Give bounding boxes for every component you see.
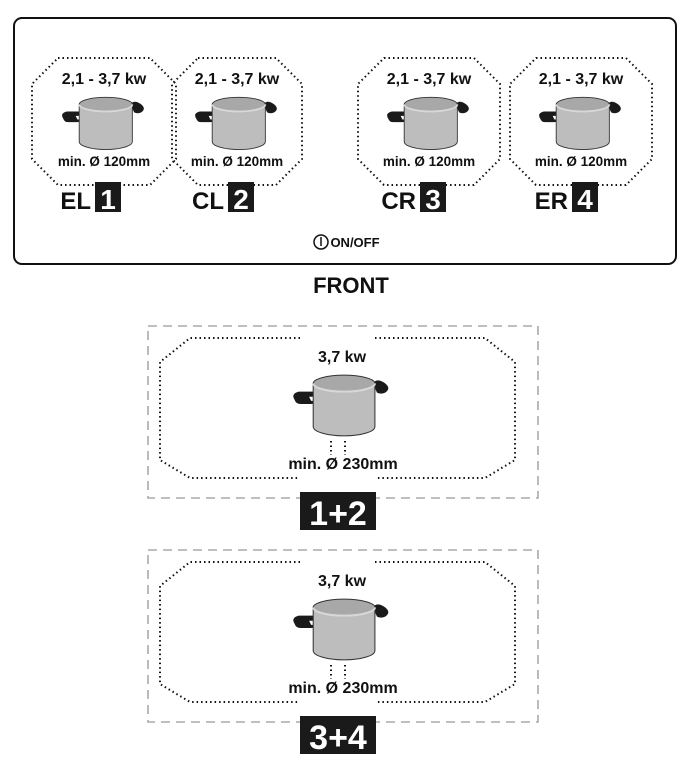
zone-number-badge: [572, 182, 598, 212]
bridge-zone-1: 3,7 kw min. Ø 230mm 1+2: [147, 325, 539, 533]
zone-number: 1: [100, 184, 116, 215]
zone-outline: [357, 57, 501, 186]
zone-power: 2,1 - 3,7 kw: [195, 71, 280, 88]
bridge-label-badge: [300, 716, 376, 754]
zone-number-badge: [95, 182, 121, 212]
zone-outline: [171, 57, 303, 186]
bridge-power: 3,7 kw: [318, 349, 367, 366]
center-marks: [330, 665, 346, 679]
zone-min-diameter: min. Ø 120mm: [383, 154, 475, 169]
bridge-power: 3,7 kw: [318, 573, 367, 590]
cooktop-frame: [13, 17, 677, 265]
left-zone-outline: [159, 337, 300, 479]
left-zone-outline: [159, 561, 300, 703]
bridge-label-badge: [300, 492, 376, 530]
zone-power: 2,1 - 3,7 kw: [62, 71, 147, 88]
zone-min-diameter: min. Ø 120mm: [191, 154, 283, 169]
zone-code: CR: [381, 188, 416, 215]
zone-code: CL: [192, 188, 224, 215]
pot-icon: [292, 374, 390, 437]
zone-number-badge: [228, 182, 254, 212]
front-label: FRONT: [313, 273, 389, 298]
zone-code: ER: [535, 188, 568, 215]
bridge-label: 1+2: [309, 495, 367, 533]
zone-min-diameter: min. Ø 120mm: [535, 154, 627, 169]
pot-icon: [386, 96, 470, 151]
zone-number: 3: [425, 184, 441, 215]
pot-icon: [61, 96, 145, 151]
center-marks: [330, 441, 346, 455]
zone-number: 2: [233, 184, 249, 215]
bridge-label: 3+4: [309, 719, 367, 757]
power-icon: [313, 234, 329, 250]
pot-icon: [194, 96, 278, 151]
on-off-label: ON/OFF: [330, 235, 379, 250]
zone-outline: [509, 57, 653, 186]
zone-power: 2,1 - 3,7 kw: [387, 71, 472, 88]
pot-icon: [292, 598, 390, 661]
zone-outline: [31, 57, 177, 186]
pot-icon: [538, 96, 622, 151]
bridge-min-diameter: min. Ø 230mm: [288, 456, 397, 473]
bridge-zone-2: 3,7 kw min. Ø 230mm 3+4: [147, 549, 539, 757]
zone-power: 2,1 - 3,7 kw: [539, 71, 624, 88]
zone-number: 4: [577, 184, 593, 215]
zone-code: EL: [60, 188, 91, 215]
on-off-button[interactable]: ON/OFF: [313, 234, 380, 250]
bridge-min-diameter: min. Ø 230mm: [288, 680, 397, 697]
zone-min-diameter: min. Ø 120mm: [58, 154, 150, 169]
zone-number-badge: [420, 182, 446, 212]
